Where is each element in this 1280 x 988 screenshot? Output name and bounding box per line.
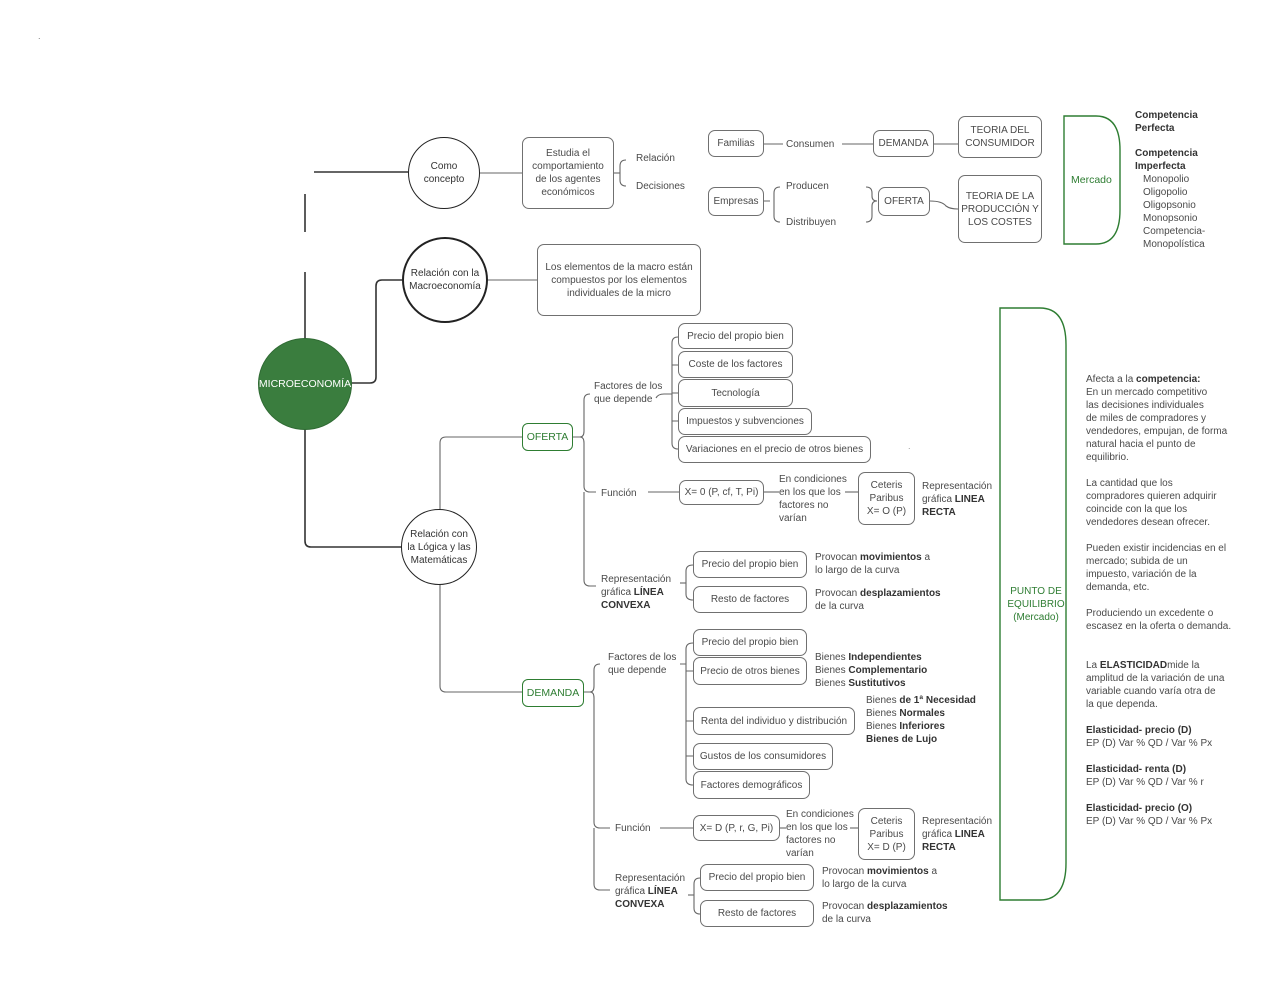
- oferta-factor-box[interactable]: Variaciones en el precio de otros bienes: [678, 436, 871, 463]
- bienes-a-list: Bienes Independientes Bienes Complementa…: [815, 651, 927, 690]
- oferta-precio-box[interactable]: Precio del propio bien: [693, 551, 807, 578]
- demanda-box[interactable]: DEMANDA: [522, 679, 584, 707]
- demanda-factor-box[interactable]: Renta del individuo y distribución: [693, 707, 855, 735]
- root-node[interactable]: MICROECONOMÍA: [258, 338, 352, 430]
- oferta-funcion-box[interactable]: X= 0 (P, cf, T, Pi): [679, 480, 764, 505]
- familias-box[interactable]: Familias: [708, 130, 764, 157]
- distribuyen-label: Distribuyen: [786, 217, 837, 228]
- elasticidad-1-formula: EP (D) Var % QD / Var % Px: [1086, 738, 1213, 749]
- concept-node[interactable]: Como concepto: [408, 137, 480, 209]
- demanda-factor-box[interactable]: Precio de otros bienes: [693, 657, 807, 685]
- demanda-rep-convexa: Representación gráfica LÍNEA CONVEXA: [615, 873, 686, 910]
- demanda-funcion-box[interactable]: X= D (P, r, G, Pi): [693, 815, 780, 841]
- decisiones-label: Decisiones: [636, 181, 685, 192]
- demanda-resto-box[interactable]: Resto de factores: [700, 900, 814, 927]
- equilibrio-notes: Afecta a la competencia: En un mercado c…: [1086, 373, 1236, 828]
- svg-text:.: .: [908, 441, 911, 451]
- imperfecta-item: Oligopsonio: [1143, 200, 1196, 211]
- demanda-ceteris-box[interactable]: Ceteris Paribus X= D (P): [858, 808, 915, 860]
- imperfecta-item: Competencia-: [1143, 226, 1206, 237]
- equilibrio-p4: Produciendo un excedente o escasez en la…: [1086, 608, 1232, 632]
- oferta-factor-box[interactable]: Coste de los factores: [678, 351, 793, 378]
- demanda-condiciones: En condiciones en los que los factores n…: [786, 809, 854, 859]
- concept-label: Como concepto: [423, 161, 465, 185]
- svg-text:.: .: [38, 31, 41, 41]
- bienes-item: Bienes Independientes: [815, 652, 922, 663]
- consumen-label: Consumen: [786, 139, 835, 150]
- concept-box[interactable]: Estudia el comportamiento de los agentes…: [522, 137, 614, 209]
- elasticidad-rest: amplitud de la variación de una variable…: [1086, 673, 1225, 710]
- oferta-box[interactable]: OFERTA: [522, 423, 573, 451]
- equilibrio-p3: Pueden existir incidencias en el mercado…: [1086, 543, 1227, 593]
- imperfecta-list: Monopolio Oligopolio Oligopsonio Monopso…: [1143, 173, 1205, 251]
- oferta-provocan-mov: Provocan movimientos a lo largo de la cu…: [815, 552, 931, 576]
- bienes-item: Bienes Complementario: [815, 665, 928, 676]
- demanda-factor-box[interactable]: Precio del propio bien: [693, 629, 807, 656]
- bienes-item: Bienes Inferiores: [866, 721, 945, 732]
- demanda-provocan-desp: Provocan desplazamientos de la curva: [822, 901, 948, 925]
- oferta-rep-convexa: Representación gráfica LÍNEA CONVEXA: [601, 574, 672, 611]
- oferta-factor-box[interactable]: Impuestos y subvenciones: [678, 408, 812, 435]
- imperfecta-item: Oligopolio: [1143, 187, 1188, 198]
- producen-label: Producen: [786, 181, 829, 192]
- bienes-item: Bienes Sustitutivos: [815, 678, 906, 689]
- demanda-factor-box[interactable]: Gustos de los consumidores: [693, 743, 833, 770]
- equilibrio-p1: En un mercado competitivo las decisiones…: [1086, 387, 1228, 463]
- imperfecta-item: Monopolística: [1143, 239, 1205, 250]
- demanda-rep-recta: Representación gráfica LINEA RECTA: [922, 816, 993, 853]
- bienes-item: Bienes de 1ª Necesidad: [866, 695, 976, 706]
- elasticidad-1-title: Elasticidad- precio (D): [1086, 725, 1192, 736]
- oferta-factor-box[interactable]: Precio del propio bien: [678, 323, 793, 349]
- demanda-factor-box[interactable]: Factores demográficos: [693, 771, 810, 799]
- equilibrio-p2: La cantidad que los compradores quieren …: [1086, 478, 1217, 528]
- mercado-label: Mercado: [1071, 174, 1112, 186]
- oferta-ceteris-box[interactable]: Ceteris Paribus X= O (P): [858, 472, 915, 525]
- demanda-funcion-label: Función: [615, 823, 651, 834]
- equilibrio-bracket: [999, 307, 1067, 901]
- oferta-condiciones: En condiciones en los que los factores n…: [779, 474, 847, 524]
- demanda-provocan-mov: Provocan movimientos a lo largo de la cu…: [822, 866, 938, 890]
- elasticidad-3-formula: EP (D) Var % QD / Var % Px: [1086, 816, 1213, 827]
- teoria-consumidor-box[interactable]: TEORIA DEL CONSUMIDOR: [958, 116, 1042, 158]
- elasticidad-2-title: Elasticidad- renta (D): [1086, 764, 1187, 775]
- logic-node[interactable]: Relación con la Lógica y las Matemáticas: [401, 509, 477, 585]
- elasticidad-3-title: Elasticidad- precio (O): [1086, 803, 1193, 814]
- oferta-factor-box[interactable]: Tecnología: [678, 379, 793, 407]
- connector-macro: [352, 279, 402, 384]
- competencia-imperfecta: Competencia Imperfecta: [1135, 148, 1198, 172]
- oferta-funcion-label: Función: [601, 488, 637, 499]
- oferta-resto-box[interactable]: Resto de factores: [693, 586, 807, 613]
- macro-node[interactable]: Relación con la Macroeconomía: [402, 237, 488, 323]
- relacion-label: Relación: [636, 153, 675, 164]
- macro-box[interactable]: Los elementos de la macro están compuest…: [537, 244, 701, 316]
- bienes-item: Bienes Normales: [866, 708, 945, 719]
- root-label: MICROECONOMÍA: [258, 377, 352, 390]
- bienes-item: Bienes de Lujo: [866, 734, 938, 745]
- macro-label: Relación con la Macroeconomía: [409, 268, 481, 292]
- oferta-rep-recta: Representación gráfica LINEA RECTA: [922, 481, 993, 518]
- oferta-top-box[interactable]: OFERTA: [878, 187, 930, 216]
- competencia-perfecta: Competencia Perfecta: [1135, 110, 1198, 134]
- elasticidad-2-formula: EP (D) Var % QD / Var % r: [1086, 777, 1204, 788]
- mercado-bracket: [1063, 115, 1121, 245]
- oferta-factores-label: Factores de los que depende: [594, 381, 663, 405]
- teoria-produccion-box[interactable]: TEORIA DE LA PRODUCCIÓN Y LOS COSTES: [958, 175, 1042, 243]
- connector-logic: [304, 428, 401, 548]
- afecta-line: Afecta a la competencia:: [1086, 374, 1201, 385]
- imperfecta-item: Monopsonio: [1143, 213, 1198, 224]
- logic-label: Relación con la Lógica y las Matemáticas: [407, 528, 471, 566]
- demanda-precio-box[interactable]: Precio del propio bien: [700, 864, 814, 891]
- bienes-b-list: Bienes de 1ª Necesidad Bienes Normales B…: [866, 694, 976, 746]
- demanda-factores-label: Factores de los que depende: [608, 652, 677, 676]
- oferta-provocan-desp: Provocan desplazamientos de la curva: [815, 588, 941, 612]
- equilibrio-label: PUNTO DE EQUILIBRIO (Mercado): [1007, 586, 1065, 623]
- demanda-top-box[interactable]: DEMANDA: [873, 130, 934, 157]
- imperfecta-item: Monopolio: [1143, 174, 1190, 185]
- elasticidad-line: La ELASTICIDADmide la: [1086, 660, 1200, 671]
- empresas-box[interactable]: Empresas: [708, 187, 764, 216]
